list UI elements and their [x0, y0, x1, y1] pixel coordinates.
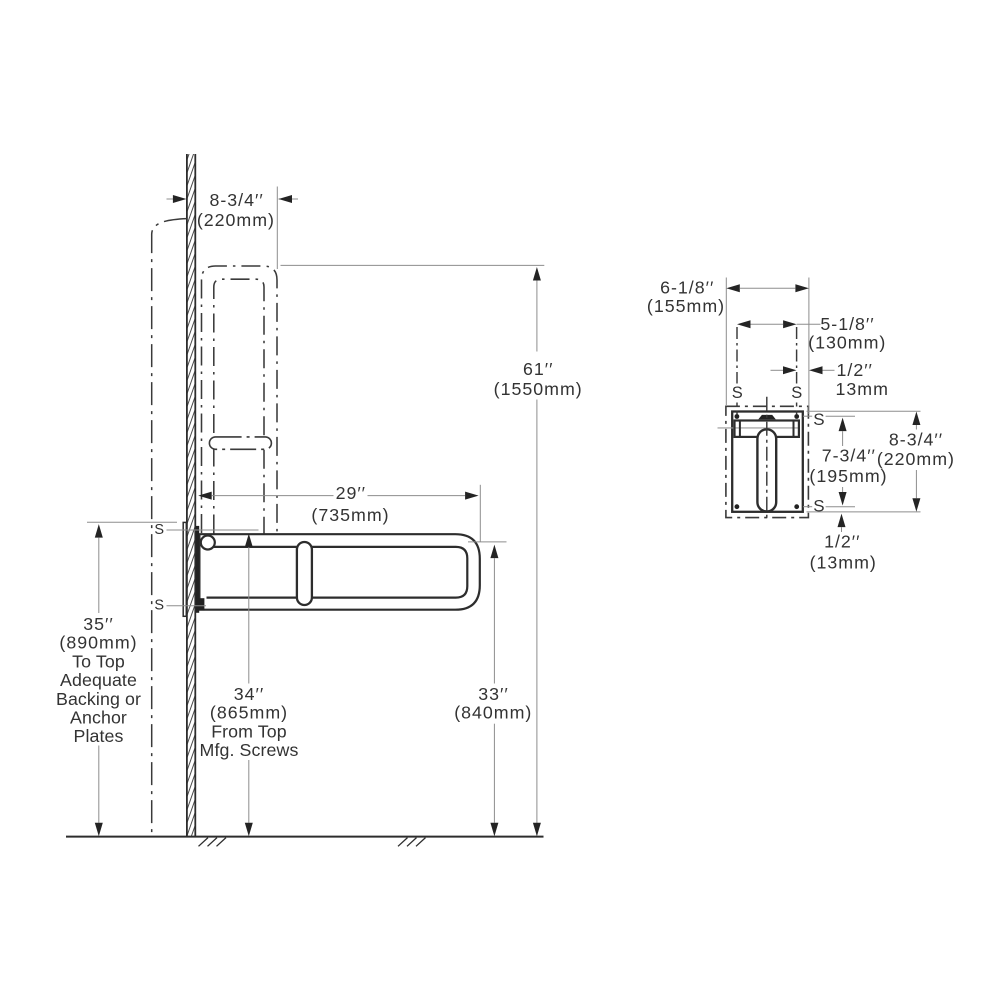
svg-text:To Top: To Top	[72, 651, 125, 671]
svg-text:7-3/4′′: 7-3/4′′	[822, 446, 876, 466]
svg-text:34′′: 34′′	[234, 684, 264, 704]
svg-text:1/2′′: 1/2′′	[837, 360, 873, 380]
svg-text:61′′: 61′′	[523, 359, 553, 379]
svg-text:8-3/4′′: 8-3/4′′	[889, 430, 943, 450]
svg-text:S: S	[813, 410, 824, 429]
svg-text:Anchor: Anchor	[70, 708, 127, 728]
svg-text:Mfg. Screws: Mfg. Screws	[200, 740, 299, 760]
svg-text:13mm: 13mm	[836, 379, 889, 399]
svg-text:(735mm): (735mm)	[311, 505, 389, 525]
svg-text:(890mm): (890mm)	[59, 633, 137, 653]
svg-text:Backing or: Backing or	[56, 689, 141, 709]
svg-text:1/2′′: 1/2′′	[824, 531, 860, 551]
svg-text:5-1/8′′: 5-1/8′′	[820, 314, 874, 334]
svg-text:29′′: 29′′	[336, 483, 366, 503]
svg-text:(195mm): (195mm)	[809, 466, 887, 486]
svg-text:33′′: 33′′	[478, 684, 508, 704]
svg-text:8-3/4′′: 8-3/4′′	[209, 190, 263, 210]
svg-text:S: S	[791, 384, 802, 402]
svg-text:S: S	[154, 522, 164, 538]
svg-text:(155mm): (155mm)	[647, 296, 725, 316]
svg-text:S: S	[154, 598, 164, 614]
svg-text:Adequate: Adequate	[60, 670, 137, 690]
svg-text:Plates: Plates	[73, 726, 123, 746]
svg-text:(840mm): (840mm)	[454, 703, 532, 723]
svg-text:S: S	[813, 497, 824, 516]
svg-text:(13mm): (13mm)	[810, 552, 877, 572]
svg-text:(865mm): (865mm)	[210, 703, 288, 723]
svg-text:From Top: From Top	[211, 721, 287, 741]
svg-text:(220mm): (220mm)	[877, 449, 955, 469]
svg-text:(220mm): (220mm)	[197, 210, 275, 230]
svg-text:6-1/8′′: 6-1/8′′	[660, 278, 714, 298]
svg-text:(130mm): (130mm)	[808, 333, 886, 353]
svg-text:S: S	[732, 384, 743, 402]
svg-text:35′′: 35′′	[83, 614, 113, 634]
svg-text:(1550mm): (1550mm)	[494, 379, 583, 399]
